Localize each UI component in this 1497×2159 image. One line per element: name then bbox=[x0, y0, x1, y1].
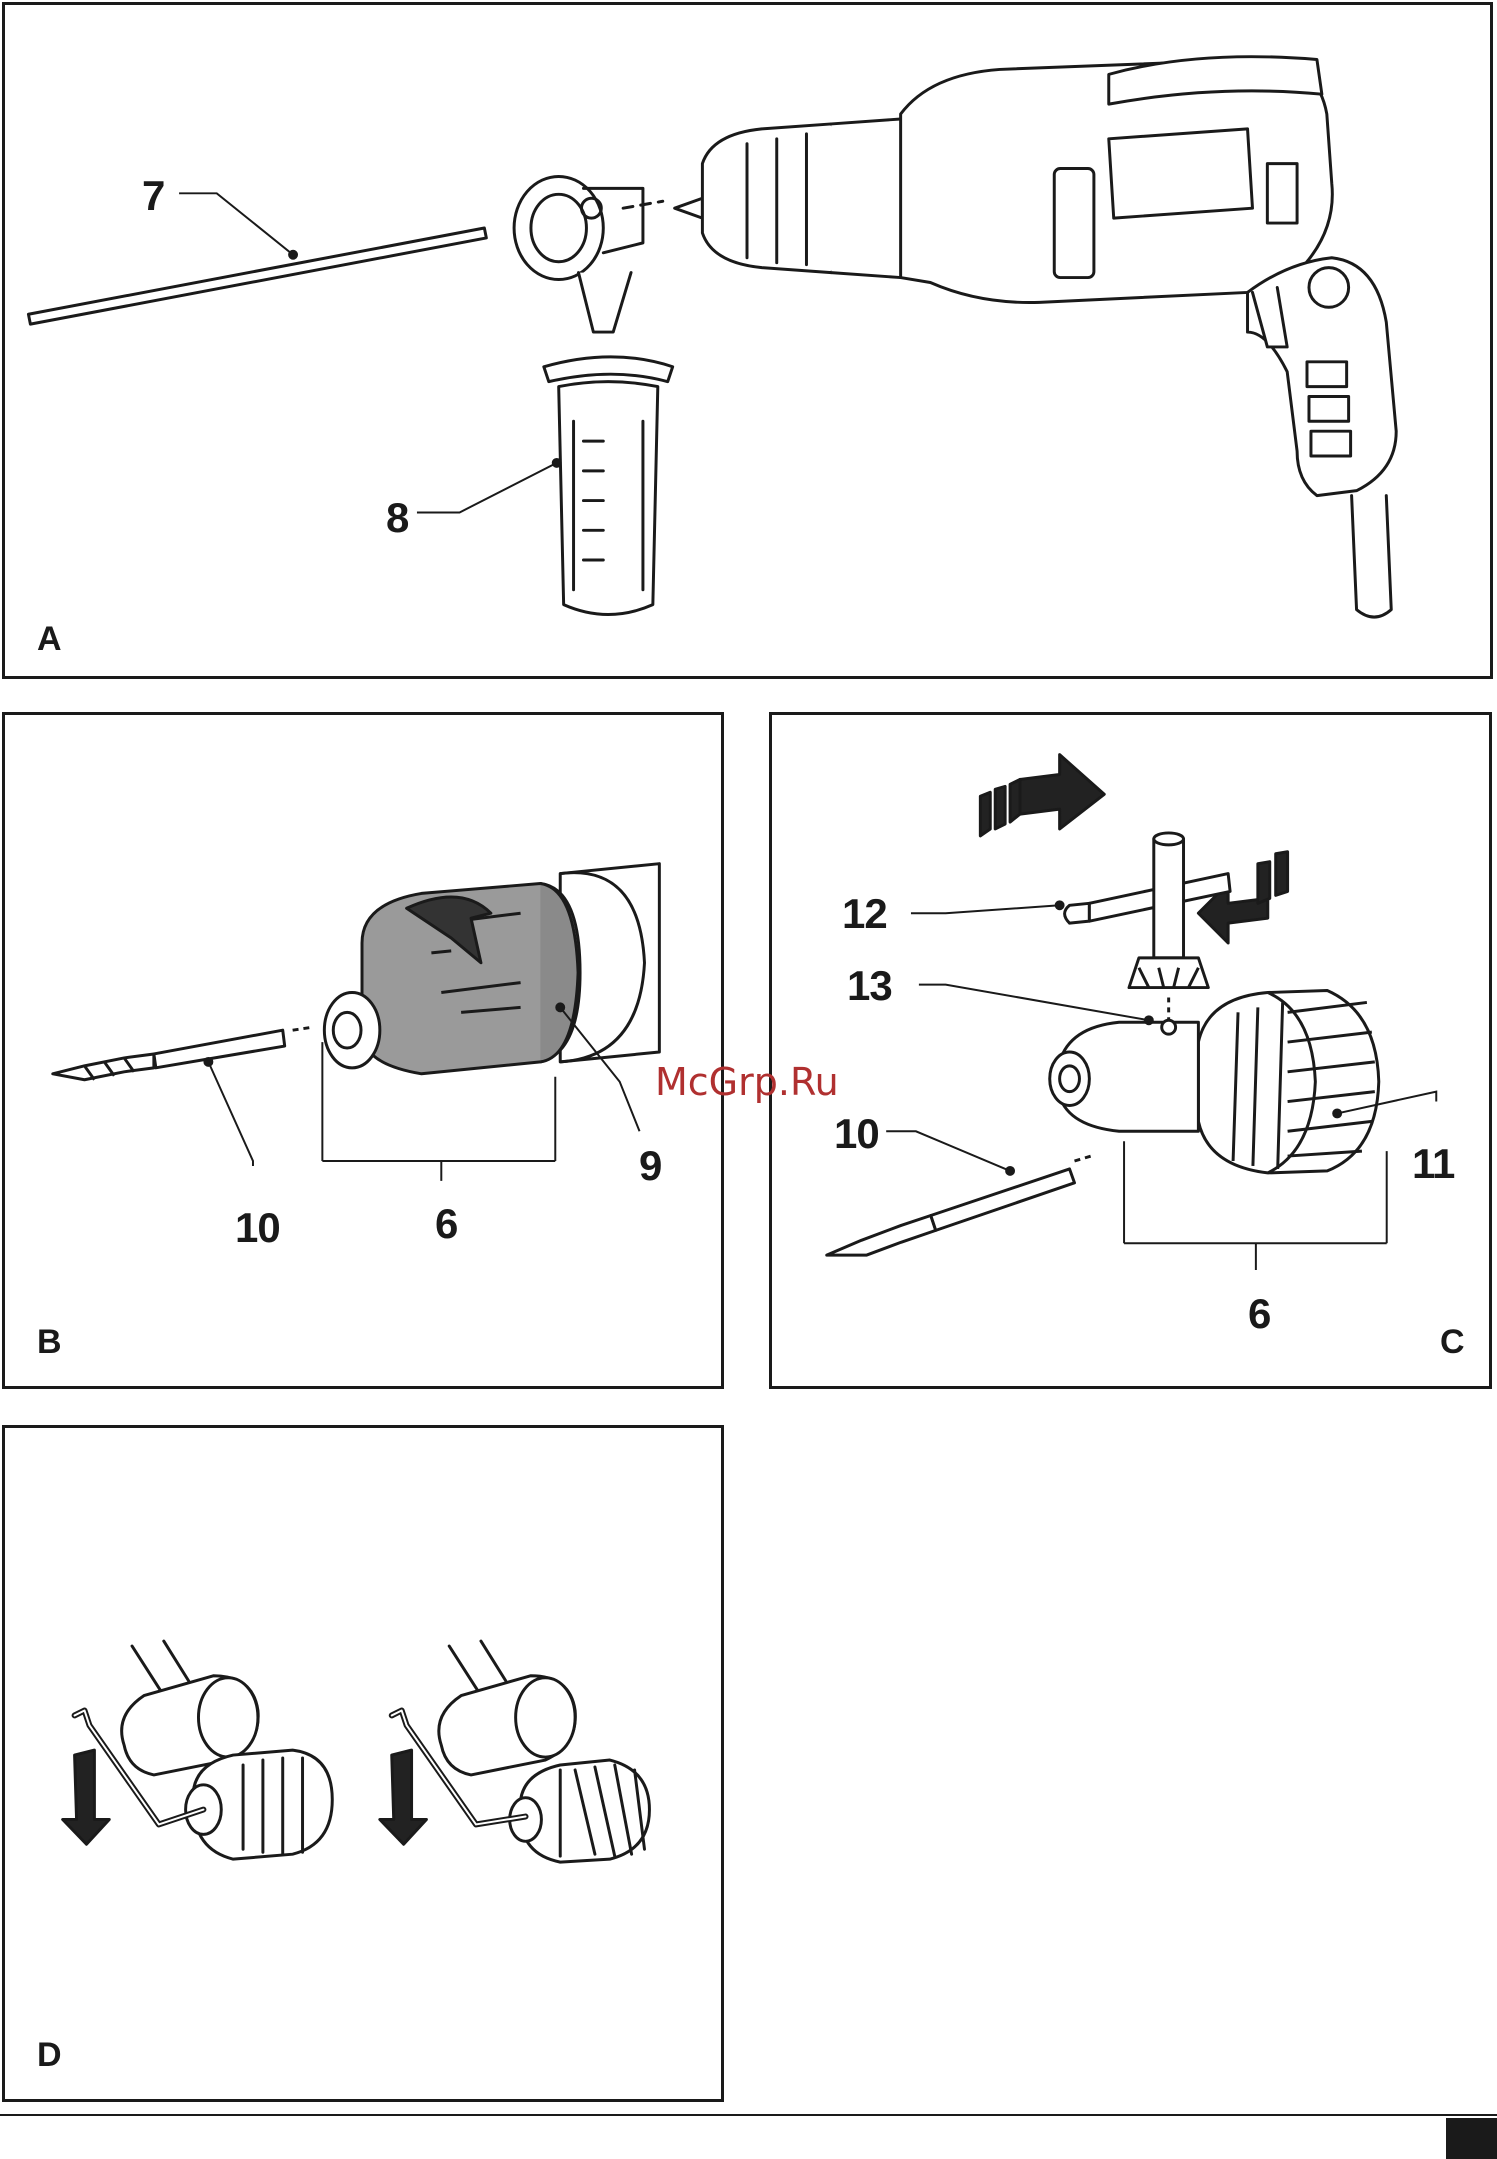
panel-c-label: C bbox=[1440, 1325, 1465, 1359]
panel-c: 12 13 10 11 6 C bbox=[769, 712, 1492, 1389]
panel-b-label: B bbox=[37, 1325, 62, 1359]
callout-12: 12 bbox=[842, 893, 887, 935]
watermark: McGrp.Ru bbox=[655, 1060, 839, 1104]
page-marker bbox=[1446, 2118, 1497, 2159]
callout-7: 7 bbox=[142, 175, 164, 217]
callout-6: 6 bbox=[435, 1203, 457, 1245]
panel-b: 10 6 9 B bbox=[2, 712, 724, 1389]
callout-6: 6 bbox=[1248, 1293, 1270, 1335]
leader-12 bbox=[911, 905, 1060, 913]
callout-13: 13 bbox=[847, 965, 892, 1007]
callout-8: 8 bbox=[386, 497, 408, 539]
leader-8 bbox=[417, 463, 557, 513]
leader-13 bbox=[919, 985, 1149, 1021]
keyless-chuck-illustration bbox=[5, 715, 721, 1386]
callout-9: 9 bbox=[639, 1145, 661, 1187]
leader-7 bbox=[179, 193, 293, 254]
callout-11: 11 bbox=[1412, 1143, 1454, 1185]
panel-a: 7 8 A bbox=[2, 2, 1493, 679]
leader-10 bbox=[886, 1131, 1010, 1171]
leader-10 bbox=[208, 1062, 253, 1166]
panel-a-label: A bbox=[37, 622, 62, 656]
keyed-chuck-illustration bbox=[772, 715, 1489, 1386]
panel-d-label: D bbox=[37, 2038, 62, 2072]
drill-assembly-illustration bbox=[5, 5, 1490, 676]
callout-10: 10 bbox=[235, 1207, 280, 1249]
footer-rule bbox=[0, 2114, 1497, 2116]
callout-10: 10 bbox=[834, 1113, 879, 1155]
panel-d: D bbox=[2, 1425, 724, 2102]
chuck-removal-illustration bbox=[5, 1428, 721, 2099]
